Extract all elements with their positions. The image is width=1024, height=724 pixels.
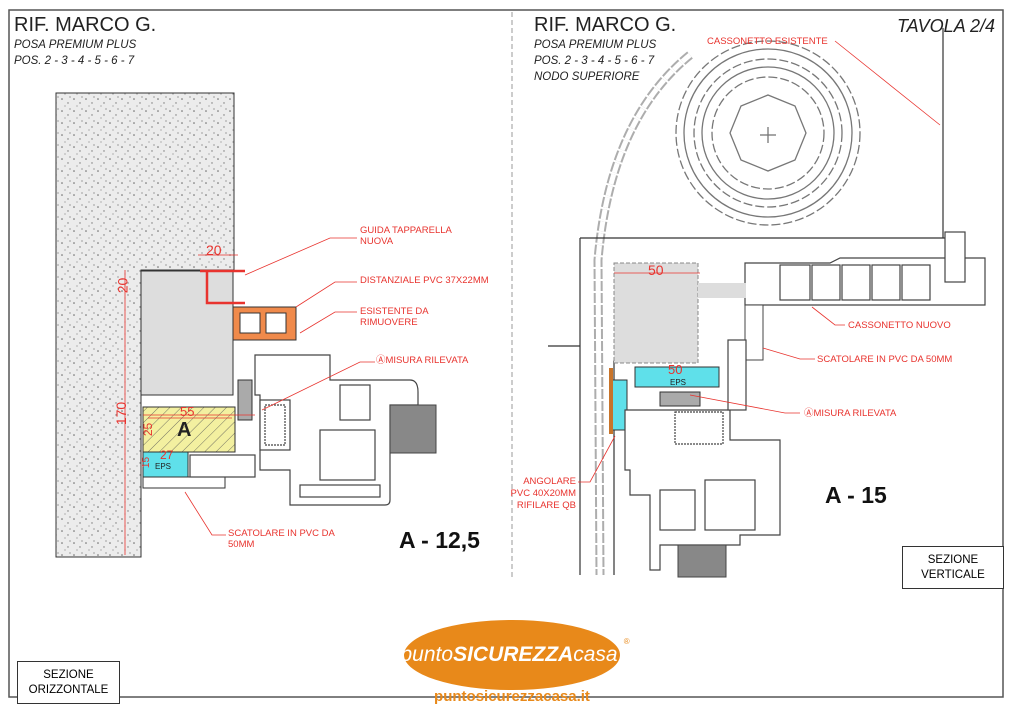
eps-insulation-left [142,451,189,478]
label-angolare-1: ANGOLARE [523,476,576,487]
left-subtitle-2: POS. 2 - 3 - 4 - 5 - 6 - 7 [14,55,135,67]
section-label-line2: ORIZZONTALE [28,683,109,696]
existing-block-right [613,262,699,364]
logo-registered: ® [623,636,630,646]
dim-50-eps: 50 [668,362,683,377]
label-misura-right: ⒶMISURA RILEVATA [804,408,897,419]
label-esistente-1: ESISTENTE DA [360,306,429,317]
label-scatolare-1: SCATOLARE IN PVC DA [228,528,335,539]
dim-55: 55 [180,404,195,419]
label-angolare-3: RIFILARE QB [516,500,576,511]
eps-insulation-right [634,366,720,388]
zone-a-hatched [142,406,236,453]
shutter-roll [675,40,861,226]
dim-20-side: 20 [114,277,131,294]
right-subtitle-1: POSA PREMIUM PLUS [534,39,657,51]
dim-20-top: 20 [206,242,222,258]
dim-27: 27 [160,448,174,462]
glass-left [389,404,437,454]
label-guida-1: GUIDA TAPPARELLA [360,225,452,236]
zone-a-label: A [177,419,192,441]
window-profile-right [624,339,781,571]
eps-label-left: EPS [155,462,172,471]
section-label-line1: SEZIONE [43,668,94,681]
pvc-angle [609,368,613,434]
brand-url[interactable]: puntosicurezzacasa.it [434,688,590,705]
dim-170: 170 [113,401,130,426]
dim-25: 25 [141,422,156,437]
existing-box-lines [548,28,945,575]
pvc-box-left [142,476,226,489]
sheet-number: TAVOLA 2/4 [897,16,996,36]
wall-concrete [55,92,235,558]
label-scatolare-2: 50MM [228,539,255,550]
existing-frame-block [140,270,234,396]
label-distanziale: DISTANZIALE PVC 37X22MM [360,275,489,286]
shutter-guide-new [200,269,245,305]
measure-left: A - 12,5 [399,527,480,553]
label-scatolare-right: SCATOLARE IN PVC DA 50MM [817,354,953,365]
logo-part2: SICUREZZA [453,643,574,666]
dim-15: 15 [141,456,153,469]
window-profile-left [189,354,419,506]
logo-part1: punto [400,643,454,666]
new-box-profile [744,231,986,306]
logo-part3: casa [573,643,618,666]
right-subtitle-3: NODO SUPERIORE [534,71,640,83]
dim-50-top: 50 [648,262,664,278]
sheet-frame [8,9,1004,698]
left-subtitle-1: POSA PREMIUM PLUS [14,39,137,51]
label-cassonetto-nuovo: CASSONETTO NUOVO [848,320,951,331]
section-label-vertical: SEZIONE VERTICALE [902,546,1004,589]
glass-right [677,544,727,578]
label-cassonetto-esistente: CASSONETTO ESISTENTE [707,36,828,47]
right-title: RIF. MARCO G. [534,14,677,36]
label-guida-2: NUOVA [360,236,394,247]
section-label-horizontal: SEZIONE ORIZZONTALE [17,661,120,704]
label-angolare-2: PVC 40X20MM [510,488,576,499]
measure-right: A - 15 [825,482,887,508]
section-label-line1: SEZIONE [927,553,979,566]
eps-label-right: EPS [670,378,687,387]
label-esistente-2: RIMUOVERE [360,317,418,328]
right-subtitle-2: POS. 2 - 3 - 4 - 5 - 6 - 7 [534,55,655,67]
section-label-line2: VERTICALE [921,568,985,581]
label-misura-left: ⒶMISURA RILEVATA [376,355,469,366]
left-title: RIF. MARCO G. [14,14,157,36]
